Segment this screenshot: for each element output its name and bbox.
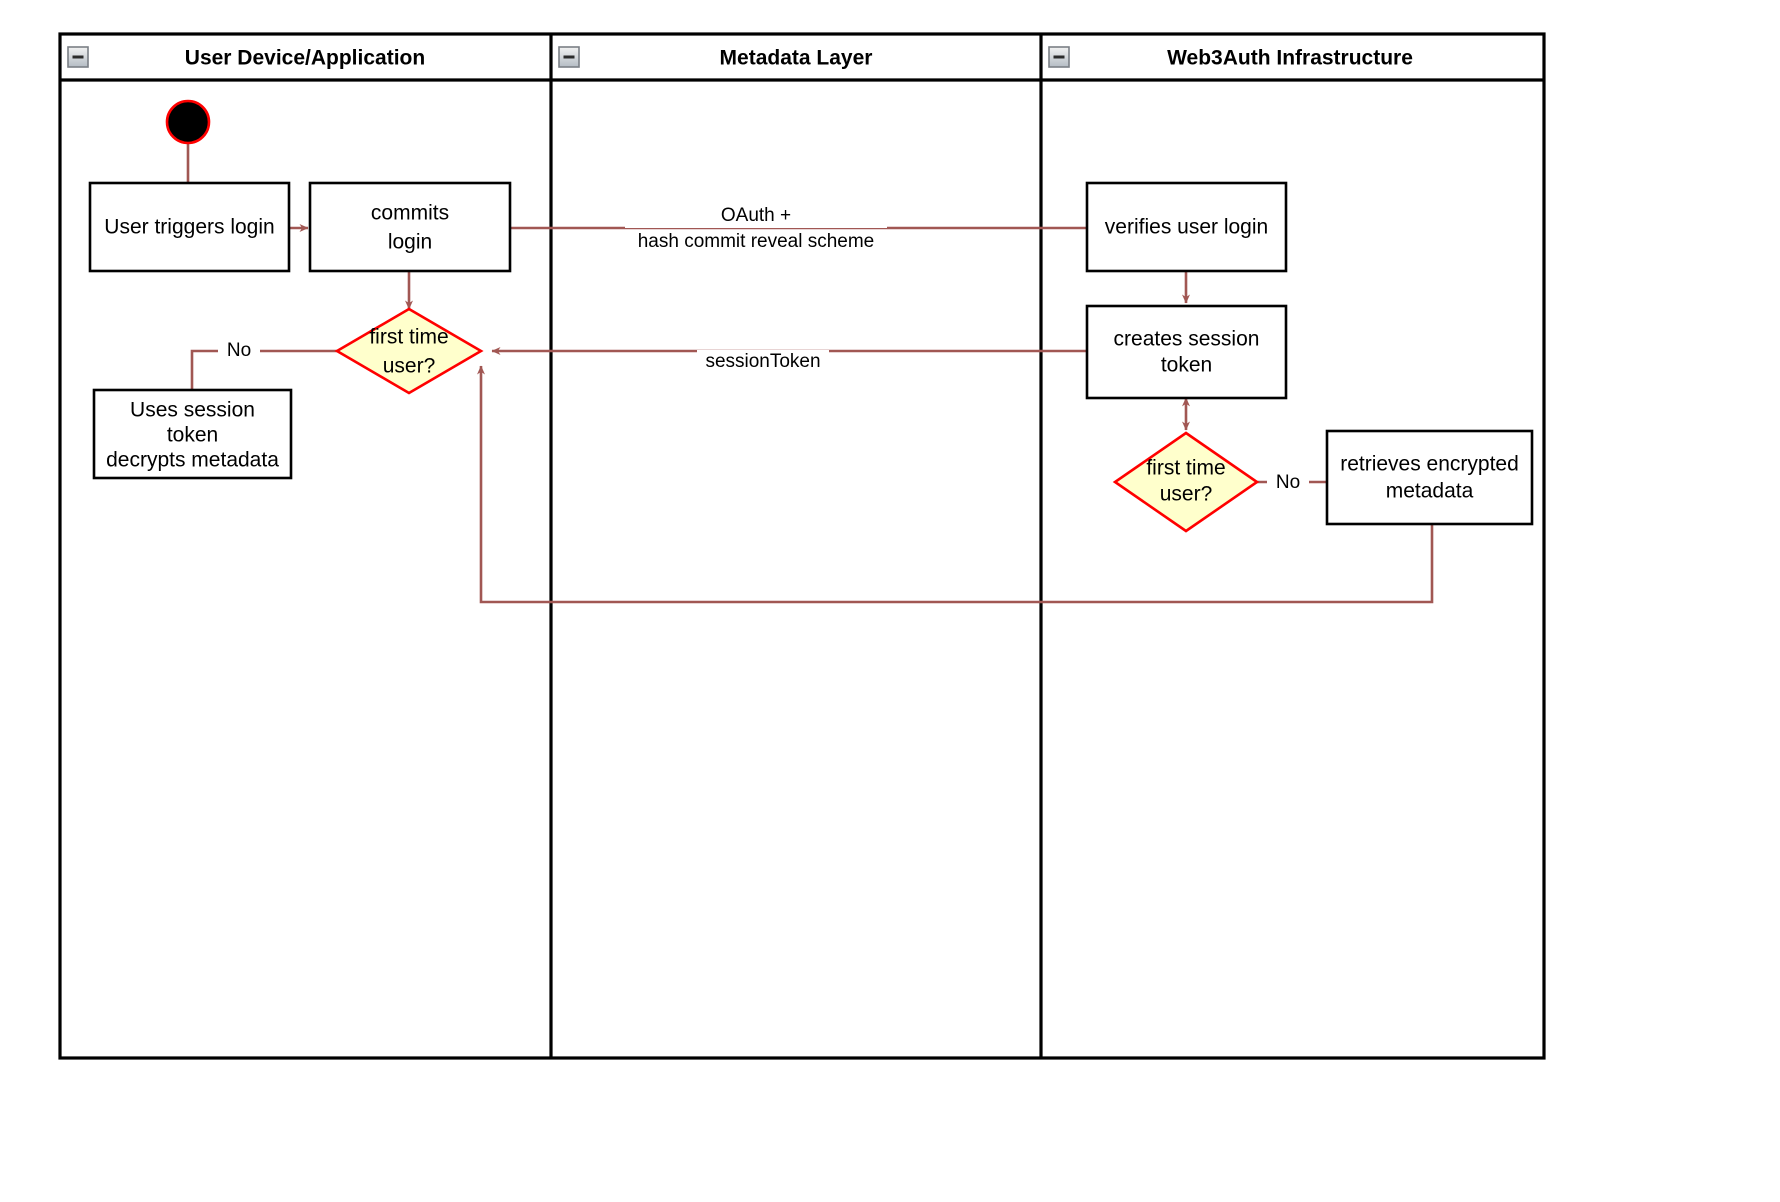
- node-start[interactable]: [165, 99, 211, 145]
- edge-label-oauth-line1: OAuth +: [721, 205, 791, 226]
- edges: [186, 143, 1434, 604]
- node-box[interactable]: [1085, 304, 1288, 400]
- node-label-verifies-user-login: verifies user login: [1105, 216, 1268, 239]
- node-label-user-triggers-login: User triggers login: [104, 216, 274, 239]
- edge-label-session-token: sessionToken: [697, 350, 829, 378]
- node-label-retrieves-metadata-line1: retrieves encrypted: [1340, 453, 1519, 476]
- collapse-minus-glyph: [1053, 55, 1065, 59]
- lane-title-user-device: User Device/Application: [185, 47, 425, 70]
- node-label-first-time-user-left-line1: first time: [369, 326, 448, 349]
- node-label-uses-session-token-line3: decrypts metadata: [106, 449, 279, 472]
- node-uses-session-token[interactable]: Uses session token decrypts metadata: [92, 388, 293, 480]
- decision-diamond[interactable]: [334, 307, 484, 395]
- lane-title-metadata-layer: Metadata Layer: [720, 47, 873, 70]
- node-label-first-time-user-right-line1: first time: [1146, 457, 1225, 480]
- lane-title-web3auth: Web3Auth Infrastructure: [1167, 47, 1413, 70]
- edge-decision-left-to-uses-session-token: [190, 349, 342, 390]
- node-box[interactable]: [1085, 181, 1288, 273]
- node-label-creates-session-token-line1: creates session: [1114, 328, 1260, 351]
- node-box[interactable]: [92, 388, 293, 480]
- node-creates-session-token[interactable]: creates session token: [1085, 304, 1288, 400]
- edge-retrieves-metadata-return-to-decision-left: [477, 365, 1434, 604]
- label-backing: [1267, 470, 1309, 496]
- edge-label-session-token: sessionToken: [705, 351, 820, 372]
- node-label-first-time-user-left-line2: user?: [383, 355, 436, 378]
- start-node-circle[interactable]: [165, 99, 211, 145]
- node-box[interactable]: [308, 181, 512, 273]
- label-backing: [697, 350, 829, 378]
- node-label-uses-session-token-line1: Uses session: [130, 399, 255, 422]
- node-commits-login[interactable]: commits login: [308, 181, 512, 273]
- label-backing: [218, 338, 260, 364]
- node-label-commits-login-line1: commits: [371, 202, 449, 225]
- edge-label-no-right: No: [1267, 470, 1309, 496]
- edge-label-no-left: No: [227, 340, 251, 361]
- node-label-uses-session-token-line2: token: [167, 424, 218, 447]
- node-first-time-user-right[interactable]: first time user?: [1112, 431, 1260, 533]
- node-label-first-time-user-right-line2: user?: [1160, 483, 1213, 506]
- collapse-minus-glyph: [72, 55, 84, 59]
- label-backing: [625, 230, 887, 258]
- node-label-commits-login-line2: login: [388, 231, 432, 254]
- lane-header-metadata-layer[interactable]: Metadata Layer: [558, 46, 873, 70]
- lane-header-web3auth[interactable]: Web3Auth Infrastructure: [1048, 46, 1413, 70]
- node-box[interactable]: [88, 181, 291, 273]
- node-user-triggers-login[interactable]: User triggers login: [88, 181, 291, 273]
- decision-diamond[interactable]: [1112, 431, 1260, 533]
- edge-label-oauth-line2: hash commit reveal scheme: [638, 231, 875, 252]
- edge-label-oauth: OAuth + hash commit reveal scheme: [625, 200, 887, 258]
- edge-label-no-right: No: [1276, 472, 1300, 493]
- collapse-minus-glyph: [563, 55, 575, 59]
- node-retrieves-encrypted-metadata[interactable]: retrieves encrypted metadata: [1325, 429, 1534, 526]
- node-first-time-user-left[interactable]: first time user?: [334, 307, 484, 395]
- node-box[interactable]: [1325, 429, 1534, 526]
- node-label-retrieves-metadata-line2: metadata: [1386, 480, 1474, 503]
- node-verifies-user-login[interactable]: verifies user login: [1085, 181, 1288, 273]
- edge-label-no-left: No: [218, 338, 260, 364]
- label-backing: [625, 200, 887, 228]
- node-label-creates-session-token-line2: token: [1161, 354, 1212, 377]
- lane-header-user-device[interactable]: User Device/Application: [67, 46, 425, 70]
